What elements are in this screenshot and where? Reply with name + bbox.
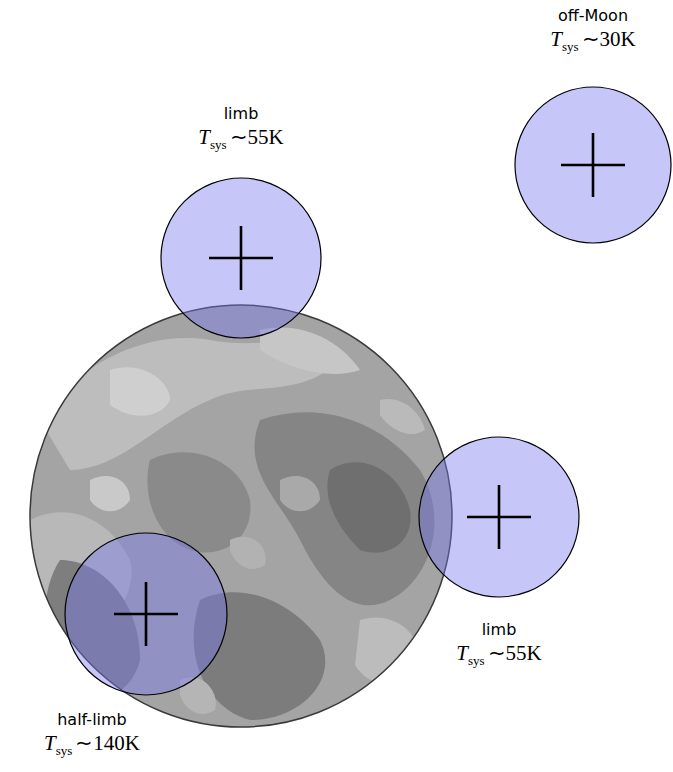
beam-disc bbox=[515, 87, 671, 243]
temperature-subscript: sys bbox=[56, 743, 73, 758]
temperature-subscript: sys bbox=[210, 137, 227, 152]
temperature-subscript: sys bbox=[562, 39, 579, 54]
temperature-symbol: T bbox=[550, 27, 562, 51]
position-name: limb bbox=[198, 104, 283, 124]
crosshair bbox=[592, 133, 595, 197]
temperature-value: ∼55K bbox=[488, 641, 542, 665]
moon-disc bbox=[30, 305, 452, 727]
system-temperature: Tsys∼140K bbox=[44, 730, 140, 759]
beam-label: limbTsys∼55K bbox=[456, 620, 541, 669]
temperature-symbol: T bbox=[456, 641, 468, 665]
beam-circle bbox=[159, 176, 323, 340]
crosshair bbox=[240, 226, 243, 290]
beam-node: half-limbTsys∼140K bbox=[65, 533, 227, 695]
moon-outline bbox=[30, 305, 452, 727]
system-temperature: Tsys∼55K bbox=[198, 124, 283, 153]
crosshair bbox=[145, 582, 148, 646]
temperature-value: ∼140K bbox=[75, 731, 140, 755]
temperature-value: ∼30K bbox=[582, 27, 636, 51]
temperature-symbol: T bbox=[198, 125, 210, 149]
position-name: half-limb bbox=[44, 710, 140, 730]
system-temperature: Tsys∼30K bbox=[550, 26, 635, 55]
moon-texture bbox=[26, 327, 434, 720]
beam-node: limbTsys∼55K bbox=[161, 178, 321, 338]
beam-node: limbTsys∼55K bbox=[419, 437, 579, 597]
beam-disc bbox=[65, 533, 227, 695]
beam-label: limbTsys∼55K bbox=[198, 104, 283, 153]
beam-circle bbox=[417, 435, 581, 599]
position-name: off-Moon bbox=[550, 6, 635, 26]
temperature-symbol: T bbox=[44, 731, 56, 755]
temperature-value: ∼55K bbox=[230, 125, 284, 149]
beam-disc bbox=[161, 178, 321, 338]
beam-circle bbox=[513, 85, 673, 245]
beam-node: off-MoonTsys∼30K bbox=[515, 87, 671, 243]
beam-disc bbox=[419, 437, 579, 597]
crosshair bbox=[498, 485, 501, 549]
system-temperature: Tsys∼55K bbox=[456, 640, 541, 669]
beam-circle bbox=[63, 531, 229, 697]
temperature-subscript: sys bbox=[468, 653, 485, 668]
position-name: limb bbox=[456, 620, 541, 640]
beam-label: half-limbTsys∼140K bbox=[44, 710, 140, 759]
beam-label: off-MoonTsys∼30K bbox=[550, 6, 635, 55]
